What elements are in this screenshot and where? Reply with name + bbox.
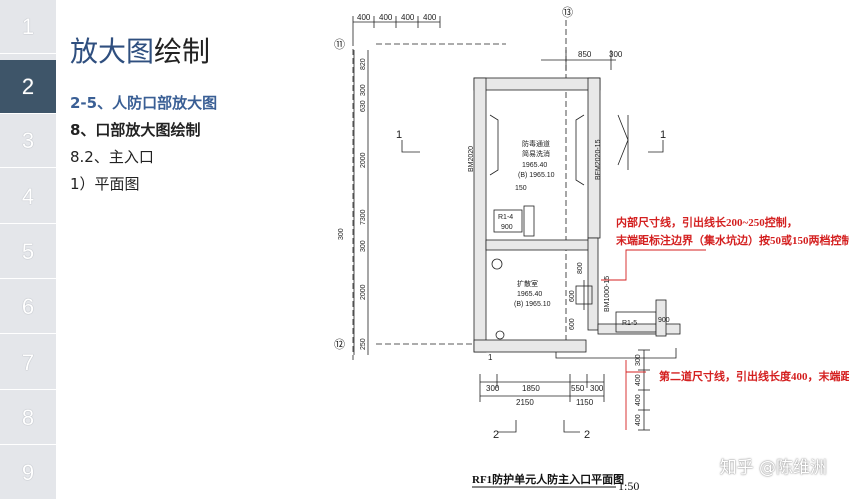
slide-tab-8[interactable]: 8 bbox=[0, 391, 56, 445]
section-mark: 1 bbox=[660, 129, 666, 141]
grid-axis-label: ⑬ bbox=[562, 6, 573, 19]
dimension-label: 400 bbox=[635, 394, 642, 406]
slide-tab-9[interactable]: 9 bbox=[0, 446, 56, 500]
grid-axis-label: ⑫ bbox=[334, 338, 345, 351]
slide-number: 9 bbox=[21, 459, 35, 485]
annotation-note: 内部尺寸线，引出线长200~250控制， bbox=[616, 215, 798, 229]
slide-number: 8 bbox=[21, 404, 35, 430]
slide-number: 3 bbox=[21, 127, 35, 153]
equipment-label: R1-4 bbox=[498, 214, 513, 221]
dimension-label: 1850 bbox=[522, 384, 540, 393]
slide-number: 7 bbox=[21, 349, 35, 375]
slide-outline: 2-5、人防口部放大图 8、口部放大图绘制 8.2、主入口 1）平面图 bbox=[70, 90, 217, 198]
room-label: 扩散室 bbox=[517, 279, 538, 288]
dimension-label: 2150 bbox=[516, 398, 534, 407]
outline-item: 1）平面图 bbox=[70, 175, 140, 193]
elevation-label: 1965.40 bbox=[517, 291, 542, 298]
section-mark: 1 bbox=[488, 353, 493, 362]
slide-tab-4[interactable]: 4 bbox=[0, 170, 56, 224]
dimension-label: 300 bbox=[338, 228, 345, 240]
slide-title: 放大图绘制 bbox=[70, 35, 211, 68]
dimension-label: 300 bbox=[360, 84, 367, 96]
slide-number: 4 bbox=[21, 183, 35, 209]
equipment-label: R1-5 bbox=[622, 320, 637, 327]
dimension-label: 2000 bbox=[360, 152, 367, 168]
slide-thumbnail-panel: 1 2 3 4 5 6 7 8 9 bbox=[0, 0, 56, 500]
slide-number: 2 bbox=[21, 73, 35, 99]
dimension-label: 900 bbox=[658, 317, 670, 324]
slide-tab-3[interactable]: 3 bbox=[0, 114, 56, 168]
dimension-label: 150 bbox=[515, 185, 527, 192]
drawing-scale: 1:50 bbox=[618, 479, 639, 493]
door-label: BM2020 bbox=[468, 146, 475, 172]
dimension-label: 1150 bbox=[576, 398, 594, 407]
dimension-label: 300 bbox=[635, 354, 642, 366]
dimension-label: 600 bbox=[569, 318, 576, 330]
dimension-label: 400 bbox=[635, 374, 642, 386]
outline-item: 8.2、主入口 bbox=[70, 148, 154, 166]
dimension-label: 400 bbox=[635, 414, 642, 426]
slide-number: 5 bbox=[21, 238, 35, 264]
section-mark: 1 bbox=[396, 129, 402, 141]
dimension-label: 400 bbox=[379, 13, 393, 22]
slide-number: 6 bbox=[21, 293, 35, 319]
dimension-label: 400 bbox=[357, 13, 371, 22]
dimension-label: 7300 bbox=[360, 209, 367, 225]
door-label: BFM2020-15 bbox=[595, 139, 602, 180]
elevation-label: 1965.40 bbox=[522, 162, 547, 169]
outline-subsection: 8、口部放大图绘制 bbox=[70, 121, 201, 139]
slide-number: 1 bbox=[21, 13, 35, 39]
slide-tab-6[interactable]: 6 bbox=[0, 280, 56, 334]
dimension-label: 800 bbox=[577, 262, 584, 274]
dimension-label: 2000 bbox=[360, 284, 367, 300]
elevation-label: (B) 1965.10 bbox=[518, 172, 555, 179]
dimension-label: 400 bbox=[423, 13, 437, 22]
door-label: BM1000-15 bbox=[604, 276, 611, 312]
room-label: 防毒通道 bbox=[522, 139, 550, 148]
dimension-label: 820 bbox=[360, 58, 367, 70]
dimension-label: 600 bbox=[569, 290, 576, 302]
section-mark: 2 bbox=[493, 429, 499, 441]
dimension-label: 300 bbox=[609, 50, 623, 59]
dimension-label: 300 bbox=[360, 240, 367, 252]
drawing-caption: RF1防护单元人防主入口平面图 bbox=[472, 472, 624, 486]
elevation-label: (B) 1965.10 bbox=[514, 301, 551, 308]
slide-tab-5[interactable]: 5 bbox=[0, 225, 56, 279]
dimension-label: 900 bbox=[501, 224, 513, 231]
grid-axis-label: ⑪ bbox=[334, 38, 345, 51]
dimension-label: 630 bbox=[360, 100, 367, 112]
section-mark: 2 bbox=[584, 429, 590, 441]
floor-plan-drawing: 400 400 400 400 850 300 1 1 1 2 2 ⑪ ⑫ ⑬ … bbox=[334, 6, 849, 493]
dimension-label: 250 bbox=[360, 338, 367, 350]
room-label: 简易洗消 bbox=[522, 149, 550, 158]
slide-canvas: 放大图绘制 2-5、人防口部放大图 8、口部放大图绘制 8.2、主入口 1）平面… bbox=[56, 0, 849, 500]
annotation-note: 末端距标注边界（集水坑边）按50或150两档控制 bbox=[615, 233, 849, 247]
slide-tab-1[interactable]: 1 bbox=[0, 0, 56, 54]
dimension-label: 300 bbox=[486, 384, 500, 393]
dimension-label: 550 bbox=[571, 384, 585, 393]
dimension-label: 850 bbox=[578, 50, 592, 59]
dimension-label: 300 bbox=[590, 384, 604, 393]
watermark: 知乎 @陈维洲 bbox=[719, 458, 827, 478]
dimension-label: 400 bbox=[401, 13, 415, 22]
annotation-note: 第二道尺寸线，引出线长度400，末端距标注边界400 bbox=[659, 369, 849, 383]
slide-tab-7[interactable]: 7 bbox=[0, 336, 56, 390]
slide-tab-2[interactable]: 2 bbox=[0, 60, 56, 114]
outline-section: 2-5、人防口部放大图 bbox=[70, 94, 218, 112]
